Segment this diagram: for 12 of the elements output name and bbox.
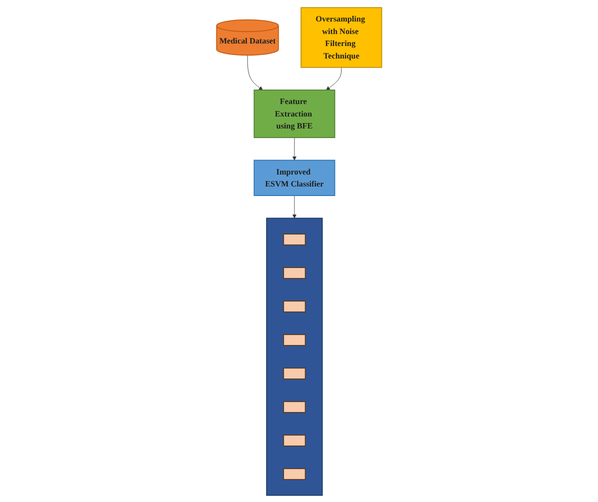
node-box: Improved ESVM Classifier (254, 159, 336, 196)
node-box (282, 334, 306, 346)
node-box: Feature Extraction using BFE (254, 89, 336, 138)
node-box (282, 434, 306, 446)
node-box: Oversampling with Noise Filtering Technique (300, 6, 382, 68)
node-box (282, 468, 306, 480)
cluster (266, 217, 323, 496)
node-box (282, 367, 306, 379)
node-box (282, 300, 306, 312)
node-box (282, 266, 306, 278)
node-box (282, 400, 306, 412)
node-box (282, 233, 306, 245)
